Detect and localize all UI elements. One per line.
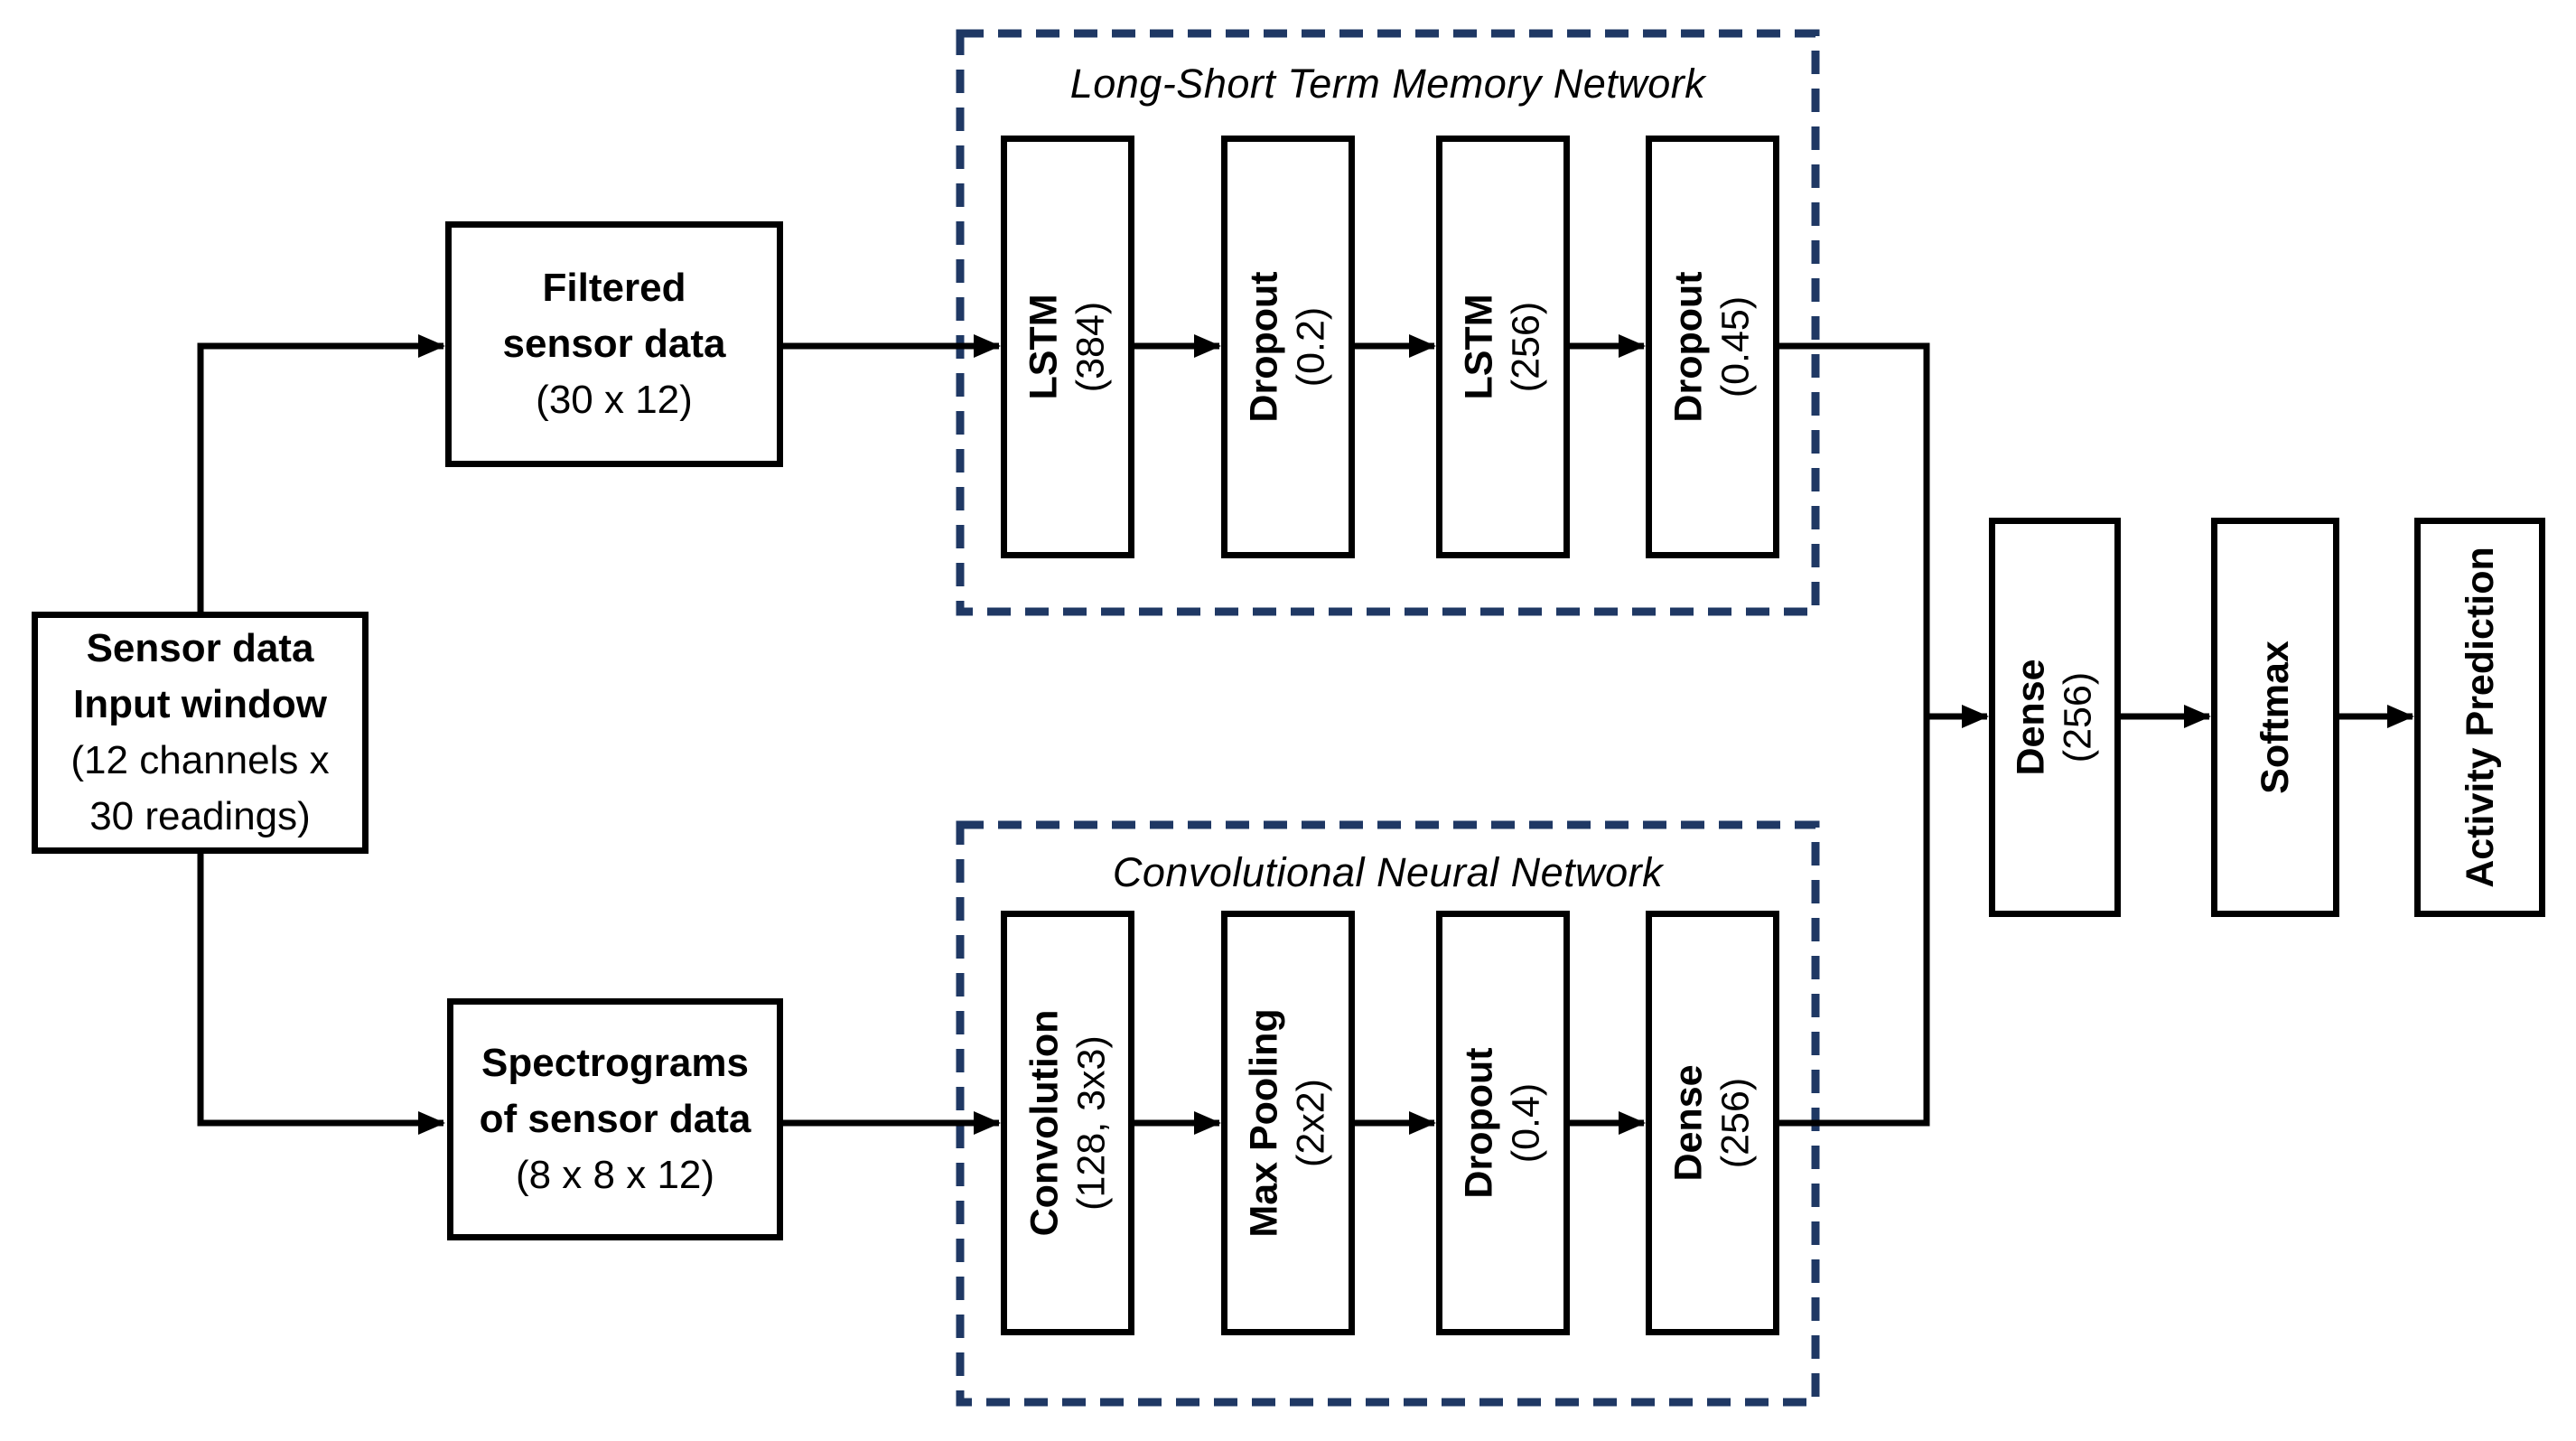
arrow-sensor-to-filtered	[197, 334, 445, 612]
lstm-group-title: Long-Short Term Memory Network	[1069, 61, 1706, 107]
node-value: (0.45)	[1714, 295, 1759, 398]
node-value: (2x2)	[1290, 1079, 1334, 1167]
merge-junction-line	[1779, 342, 1930, 1127]
node-name: Dense	[1666, 1064, 1711, 1182]
cnn-group-title: Convolutional Neural Network	[1112, 849, 1664, 895]
node-text-line: 30 readings)	[89, 794, 311, 838]
node-text-line: Filtered	[542, 266, 686, 310]
node-value: (256)	[1713, 1077, 1758, 1169]
node-vertical-label: Dropout (0.45)	[1666, 271, 1759, 422]
node-value: (128, 3x3)	[1069, 1035, 1113, 1211]
node-vertical-label: Max Pooling (2x2)	[1241, 1008, 1335, 1237]
node-vertical-label: Dense (256)	[1666, 1064, 1759, 1181]
node-value: (0.2)	[1290, 306, 1334, 388]
node-value: (0.4)	[1505, 1082, 1549, 1164]
node-vertical-label: LSTM (256)	[1456, 294, 1550, 399]
node-text-line: sensor data	[502, 322, 726, 366]
node-vertical-label: LSTM (384)	[1021, 294, 1115, 399]
node-vertical-label: Softmax	[2252, 641, 2299, 794]
node-convolution: Convolution (128, 3x3)	[1001, 911, 1134, 1335]
node-vertical-label: Activity Prediction	[2457, 547, 2504, 888]
node-vertical-label: Dense (256)	[2008, 659, 2102, 775]
node-text-line: Sensor data	[86, 626, 314, 670]
arrow-sensor-to-spectrograms	[197, 854, 445, 1135]
node-name: Activity Prediction	[2458, 547, 2502, 888]
node-value: (256)	[2056, 671, 2100, 763]
node-value: (256)	[1504, 301, 1548, 393]
node-name: LSTM	[1457, 294, 1501, 400]
node-name: Dropout	[1667, 271, 1712, 423]
node-name: Dropout	[1458, 1047, 1502, 1199]
node-dense-merge: Dense (256)	[1989, 518, 2121, 917]
node-name: Dropout	[1243, 271, 1287, 423]
lstm-group-border	[956, 29, 1820, 616]
node-text-line: of sensor data	[479, 1097, 751, 1141]
node-name: Max Pooling	[1243, 1008, 1287, 1238]
node-value: (384)	[1069, 301, 1113, 393]
node-name: Softmax	[2254, 641, 2297, 794]
node-dropout-1: Dropout (0.2)	[1221, 136, 1355, 558]
node-lstm-2: LSTM (256)	[1436, 136, 1570, 558]
node-text-line: (8 x 8 x 12)	[515, 1153, 715, 1197]
node-text-line: Spectrograms	[481, 1041, 749, 1085]
node-dropout-3: Dropout (0.4)	[1436, 911, 1570, 1335]
node-vertical-label: Dropout (0.4)	[1456, 1047, 1550, 1198]
node-name: LSTM	[1022, 294, 1066, 400]
node-vertical-label: Convolution (128, 3x3)	[1021, 1010, 1115, 1237]
node-name: Convolution	[1022, 1009, 1066, 1237]
node-activity-prediction: Activity Prediction	[2414, 518, 2545, 917]
node-sensor-input: Sensor data Input window (12 channels x …	[32, 612, 369, 854]
node-lstm-1: LSTM (384)	[1001, 136, 1134, 558]
node-softmax: Softmax	[2211, 518, 2339, 917]
node-vertical-label: Dropout (0.2)	[1241, 271, 1335, 422]
node-spectrograms: Spectrograms of sensor data (8 x 8 x 12)	[447, 998, 783, 1240]
node-filtered-sensor-data: Filtered sensor data (30 x 12)	[445, 221, 783, 467]
node-dense-cnn: Dense (256)	[1646, 911, 1779, 1335]
node-text-line: Input window	[72, 682, 328, 726]
node-max-pooling: Max Pooling (2x2)	[1221, 911, 1355, 1335]
node-dropout-2: Dropout (0.45)	[1646, 136, 1779, 558]
node-name: Dense	[2009, 659, 2053, 776]
cnn-group-border	[956, 820, 1820, 1407]
node-text-line: (30 x 12)	[536, 378, 693, 422]
node-text-line: (12 channels x	[70, 738, 330, 782]
